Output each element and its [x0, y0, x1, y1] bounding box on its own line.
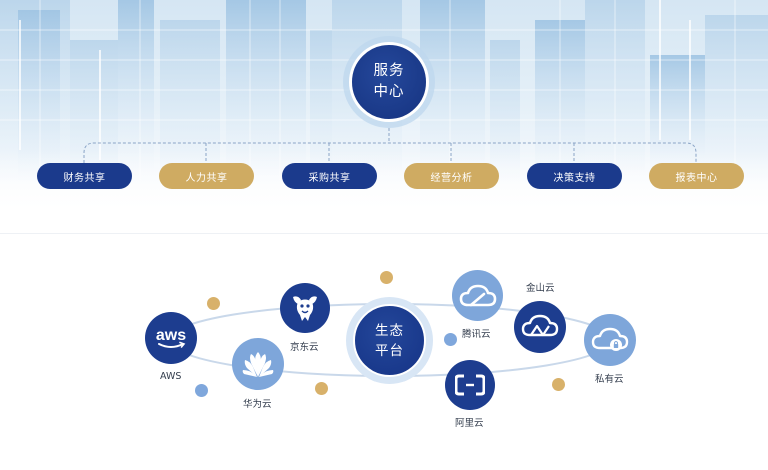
hub-label-line1: 服务 — [373, 63, 405, 79]
node-label-aliyun: 阿里云 — [455, 418, 484, 429]
cloud-lock-icon — [591, 327, 629, 351]
private-cloud-node[interactable] — [584, 314, 636, 366]
decor-dot — [552, 378, 565, 391]
service-report-button[interactable]: 报表中心 — [649, 163, 744, 189]
decor-dot — [444, 333, 457, 346]
jd-node[interactable] — [280, 283, 330, 333]
center-label-line2: 平台 — [375, 342, 404, 359]
aliyun-logo-icon — [455, 374, 485, 396]
huawei-node[interactable] — [232, 338, 284, 390]
node-label-kingsoft: 金山云 — [526, 283, 555, 294]
node-label-tencent: 腾讯云 — [462, 329, 491, 340]
ecosystem-section: 生态 平台 aws AWS 华为云 — [0, 234, 768, 470]
service-analysis-button[interactable]: 经营分析 — [404, 163, 499, 189]
node-label-jd: 京东云 — [290, 342, 319, 353]
service-procurement-button[interactable]: 采购共享 — [282, 163, 377, 189]
connector-lines — [83, 128, 697, 163]
cloud-icon — [459, 284, 496, 306]
service-finance-button[interactable]: 财务共享 — [37, 163, 132, 189]
section-divider — [0, 233, 768, 234]
huawei-logo-icon — [242, 352, 274, 377]
service-center-section: 服务 中心 财务共享 人力共享 采购共享 经营分析 决策支持 报表中心 — [0, 0, 768, 232]
service-hr-button[interactable]: 人力共享 — [159, 163, 254, 189]
aws-node[interactable]: aws — [145, 312, 197, 364]
service-decision-button[interactable]: 决策支持 — [527, 163, 622, 189]
node-label-huawei: 华为云 — [243, 399, 272, 410]
tencent-node[interactable] — [452, 270, 503, 321]
background-fade — [0, 150, 768, 232]
node-label-aws: AWS — [160, 371, 182, 382]
kingsoft-node[interactable] — [514, 301, 566, 353]
decor-dot — [207, 297, 220, 310]
decor-dot — [315, 382, 328, 395]
svg-text:aws: aws — [156, 327, 186, 344]
decor-dot — [195, 384, 208, 397]
aws-logo-icon: aws — [156, 327, 186, 348]
service-center-hub: 服务 中心 — [349, 42, 429, 122]
cloud-network-icon — [521, 314, 559, 337]
decor-dot — [380, 271, 393, 284]
hub-label-line2: 中心 — [373, 84, 405, 100]
center-label-line1: 生态 — [375, 322, 404, 339]
ecosystem-platform-hub: 生态 平台 — [353, 304, 426, 377]
jd-dog-icon — [293, 296, 317, 321]
node-label-private-cloud: 私有云 — [595, 374, 624, 385]
aliyun-node[interactable] — [445, 360, 495, 410]
